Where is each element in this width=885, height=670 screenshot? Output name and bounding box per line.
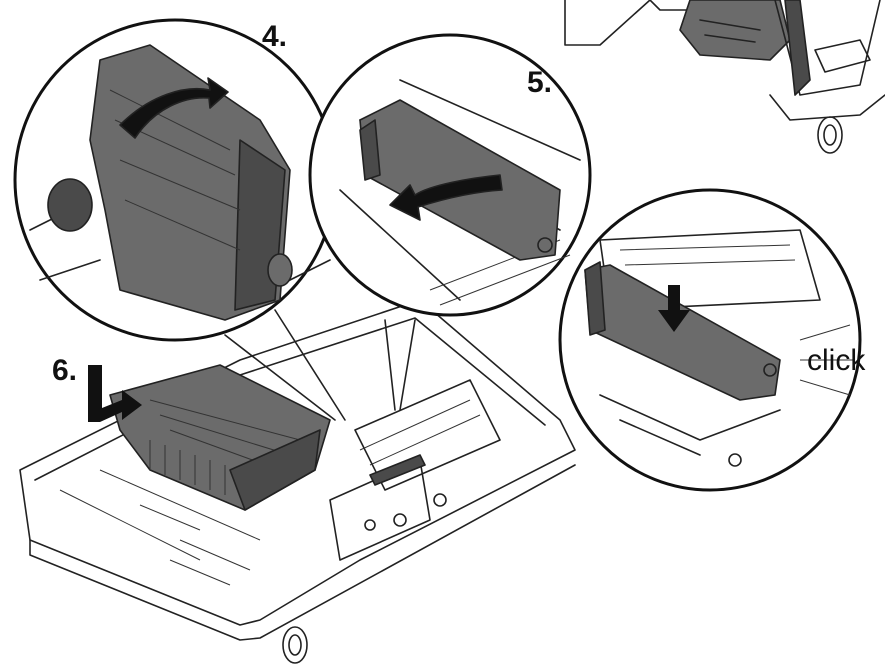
device-base (19, 299, 576, 664)
device-top-view (564, 0, 885, 154)
detail-circle-step-5 (308, 33, 592, 317)
cartridge-part (109, 364, 331, 511)
detail-circle-click (558, 188, 862, 492)
step-6-label: 6. (52, 354, 77, 387)
click-callout: click (807, 344, 866, 377)
callout-leaders (224, 309, 416, 421)
detail-circle-step-4 (13, 18, 337, 342)
step-5-label: 5. (527, 66, 552, 99)
step-4-label: 4. (262, 20, 287, 53)
insert-arrow (88, 365, 142, 422)
